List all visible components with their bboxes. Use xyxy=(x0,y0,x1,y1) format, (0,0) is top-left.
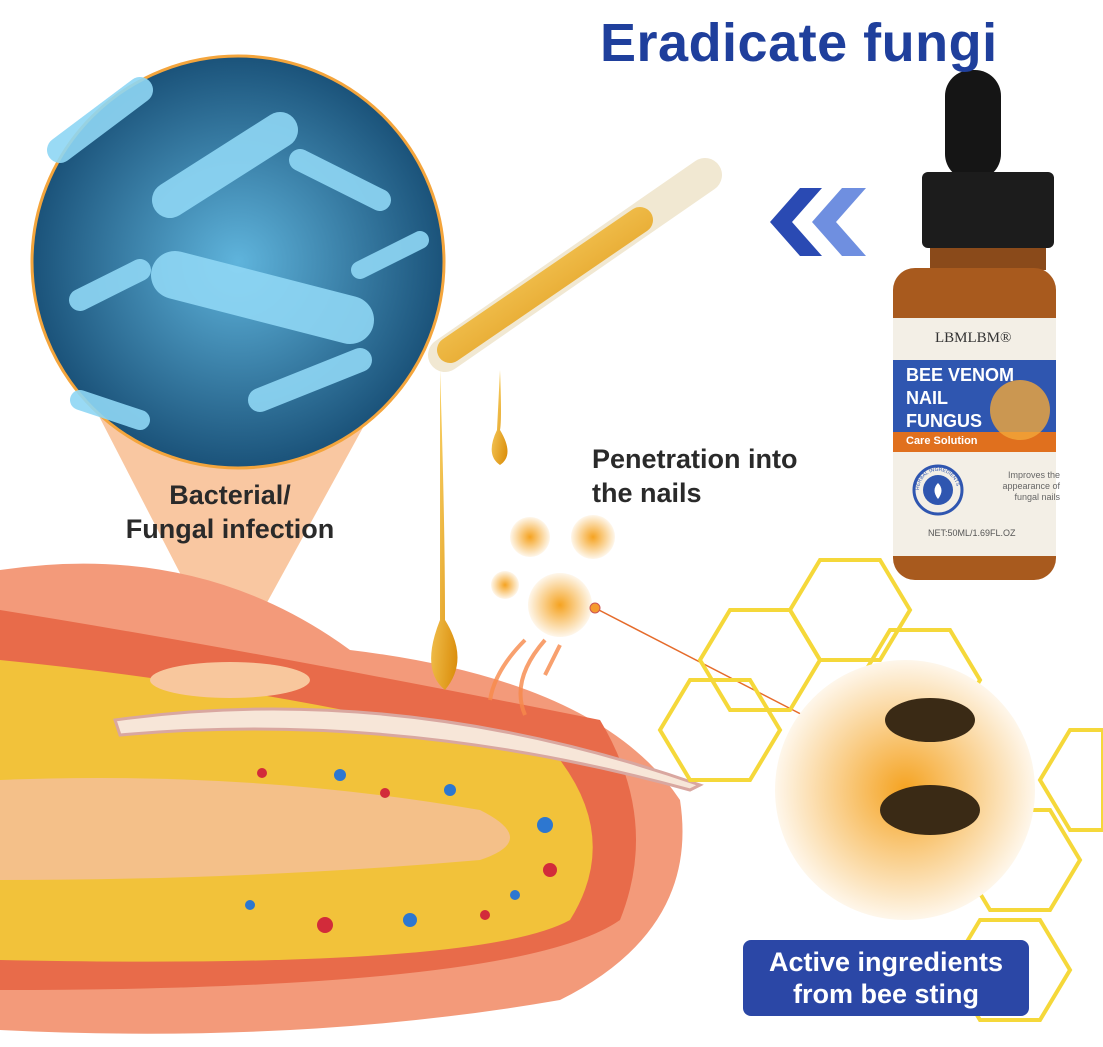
headline: Eradicate fungi xyxy=(600,13,998,73)
herbal-ingredients-badge-icon: HERBAL INGREDIENTS xyxy=(915,467,961,499)
bottle-claim: Improves the appearance of fungal nails xyxy=(976,470,1060,503)
bacteria-magnifier xyxy=(30,54,446,470)
nail-cross-section xyxy=(0,563,704,1034)
label-line: from bee sting xyxy=(792,979,980,1009)
label-line: the nails xyxy=(592,478,702,508)
bottle-product-name: BEE VENOM NAIL FUNGUS xyxy=(906,364,1016,433)
product-bottle xyxy=(893,70,1056,580)
label-line: Active ingredients xyxy=(768,947,1004,977)
penetration-arrows xyxy=(488,638,562,716)
claim-line: appearance of xyxy=(1002,481,1060,491)
honey-bubbles xyxy=(491,515,615,637)
leaf-icon xyxy=(934,483,942,499)
bottle-net-volume: NET:50ML/1.69FL.OZ xyxy=(928,528,1016,538)
bottle-brand: LBMLBM® xyxy=(935,330,1012,346)
bacterial-infection-label: Bacterial/ Fungal infection xyxy=(105,478,355,546)
claim-line: Improves the xyxy=(1007,470,1060,480)
name-line: BEE VENOM xyxy=(906,365,1015,385)
name-line: NAIL xyxy=(906,388,948,408)
name-line: FUNGUS xyxy=(906,411,982,431)
label-line: Bacterial/ xyxy=(169,480,291,510)
bottle-subtitle: Care Solution xyxy=(906,435,978,447)
label-line: Fungal infection xyxy=(125,514,335,544)
penetration-label: Penetration into the nails xyxy=(592,442,798,510)
label-line: Penetration into xyxy=(592,444,798,474)
active-ingredients-badge: Active ingredients from bee sting xyxy=(743,940,1029,1016)
dropper xyxy=(428,158,722,690)
claim-line: fungal nails xyxy=(1014,492,1060,502)
bee-icon xyxy=(880,698,980,835)
honeycomb-pattern xyxy=(657,558,1103,1022)
chevron-left-icon xyxy=(770,188,866,256)
pointer-dot xyxy=(589,602,601,614)
